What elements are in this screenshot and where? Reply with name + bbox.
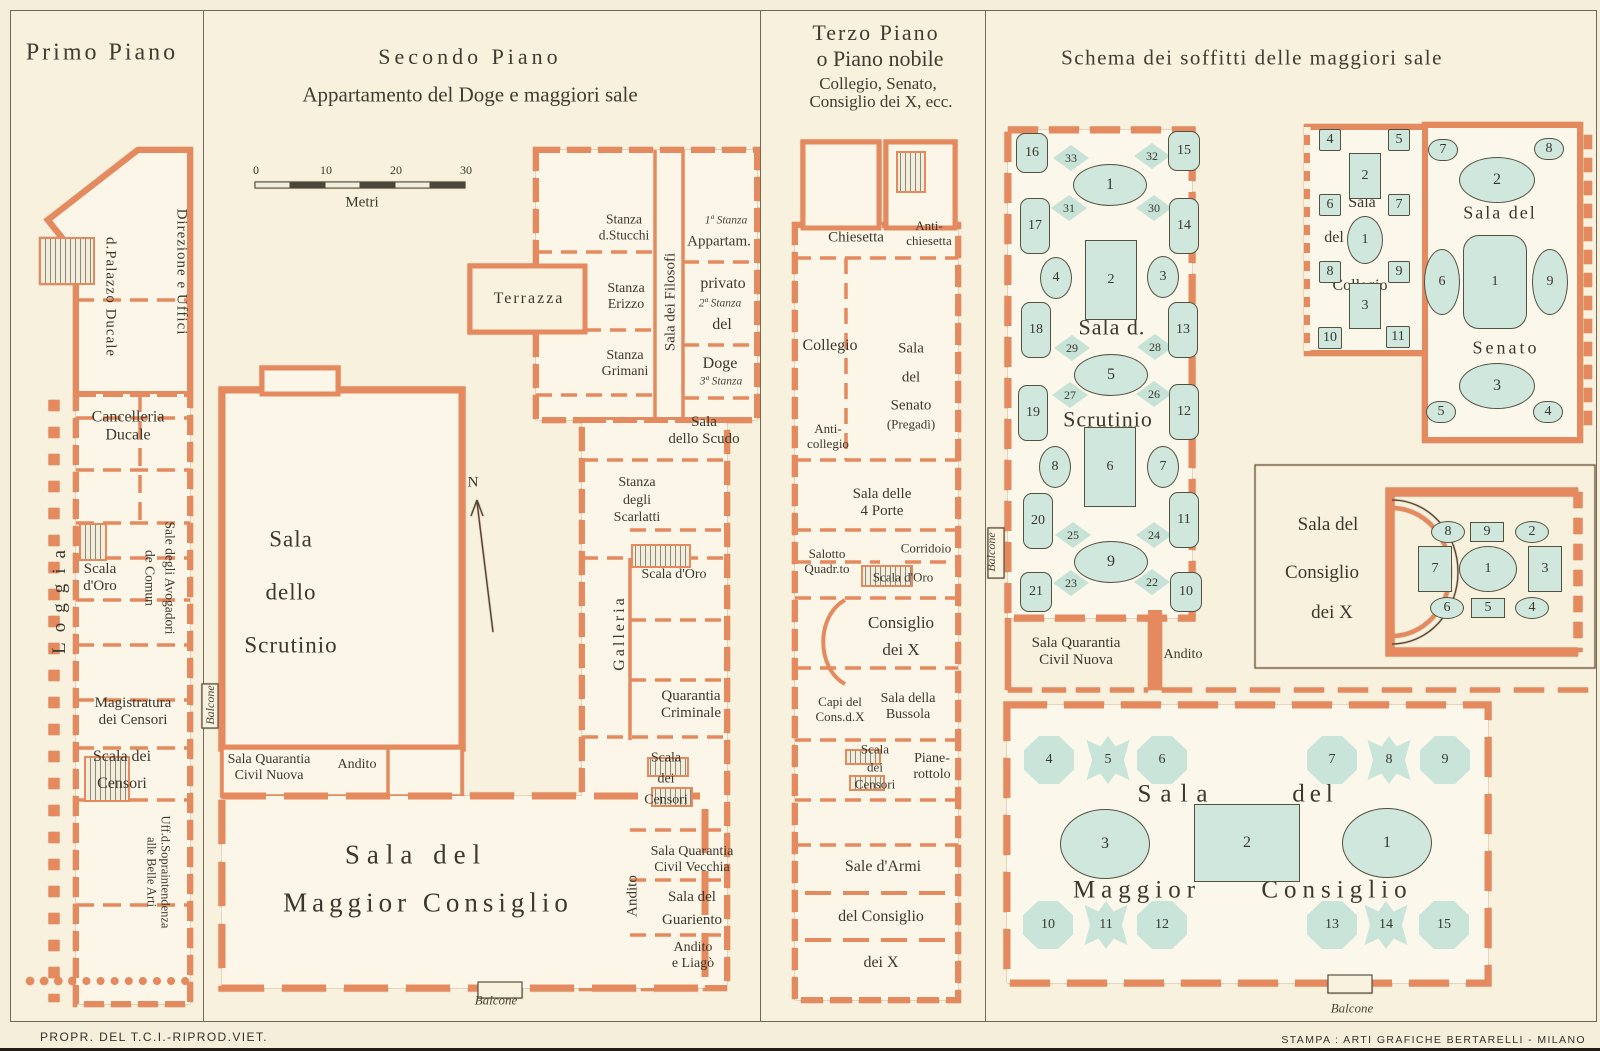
title-primo-piano: Primo Piano — [25, 39, 179, 66]
scan-edge — [0, 1048, 1600, 1051]
credit-left: PROPR. DEL T.C.I.-RIPROD.VIET. — [40, 1030, 269, 1044]
panel-terzo-piano — [760, 10, 986, 1022]
panel-secondo-piano — [203, 10, 761, 1022]
panel-primo-piano — [10, 10, 204, 1022]
title-secondo-piano: Secondo Piano — [378, 44, 562, 69]
credit-right: STAMPA : ARTI GRAFICHE BERTARELLI - MILA… — [1281, 1034, 1586, 1046]
panel-schema-soffitti — [985, 10, 1597, 1022]
title-schema-soffitti: Schema dei soffitti delle maggiori sale — [1061, 45, 1443, 70]
subtitle3-terzo-piano: Consiglio dei X, ecc. — [809, 92, 953, 111]
subtitle-terzo-piano: o Piano nobile — [816, 46, 944, 71]
title-terzo-piano: Terzo Piano — [812, 20, 940, 45]
subtitle2-terzo-piano: Collegio, Senato, — [819, 74, 937, 93]
subtitle-secondo-piano: Appartamento del Doge e maggiori sale — [302, 82, 638, 107]
